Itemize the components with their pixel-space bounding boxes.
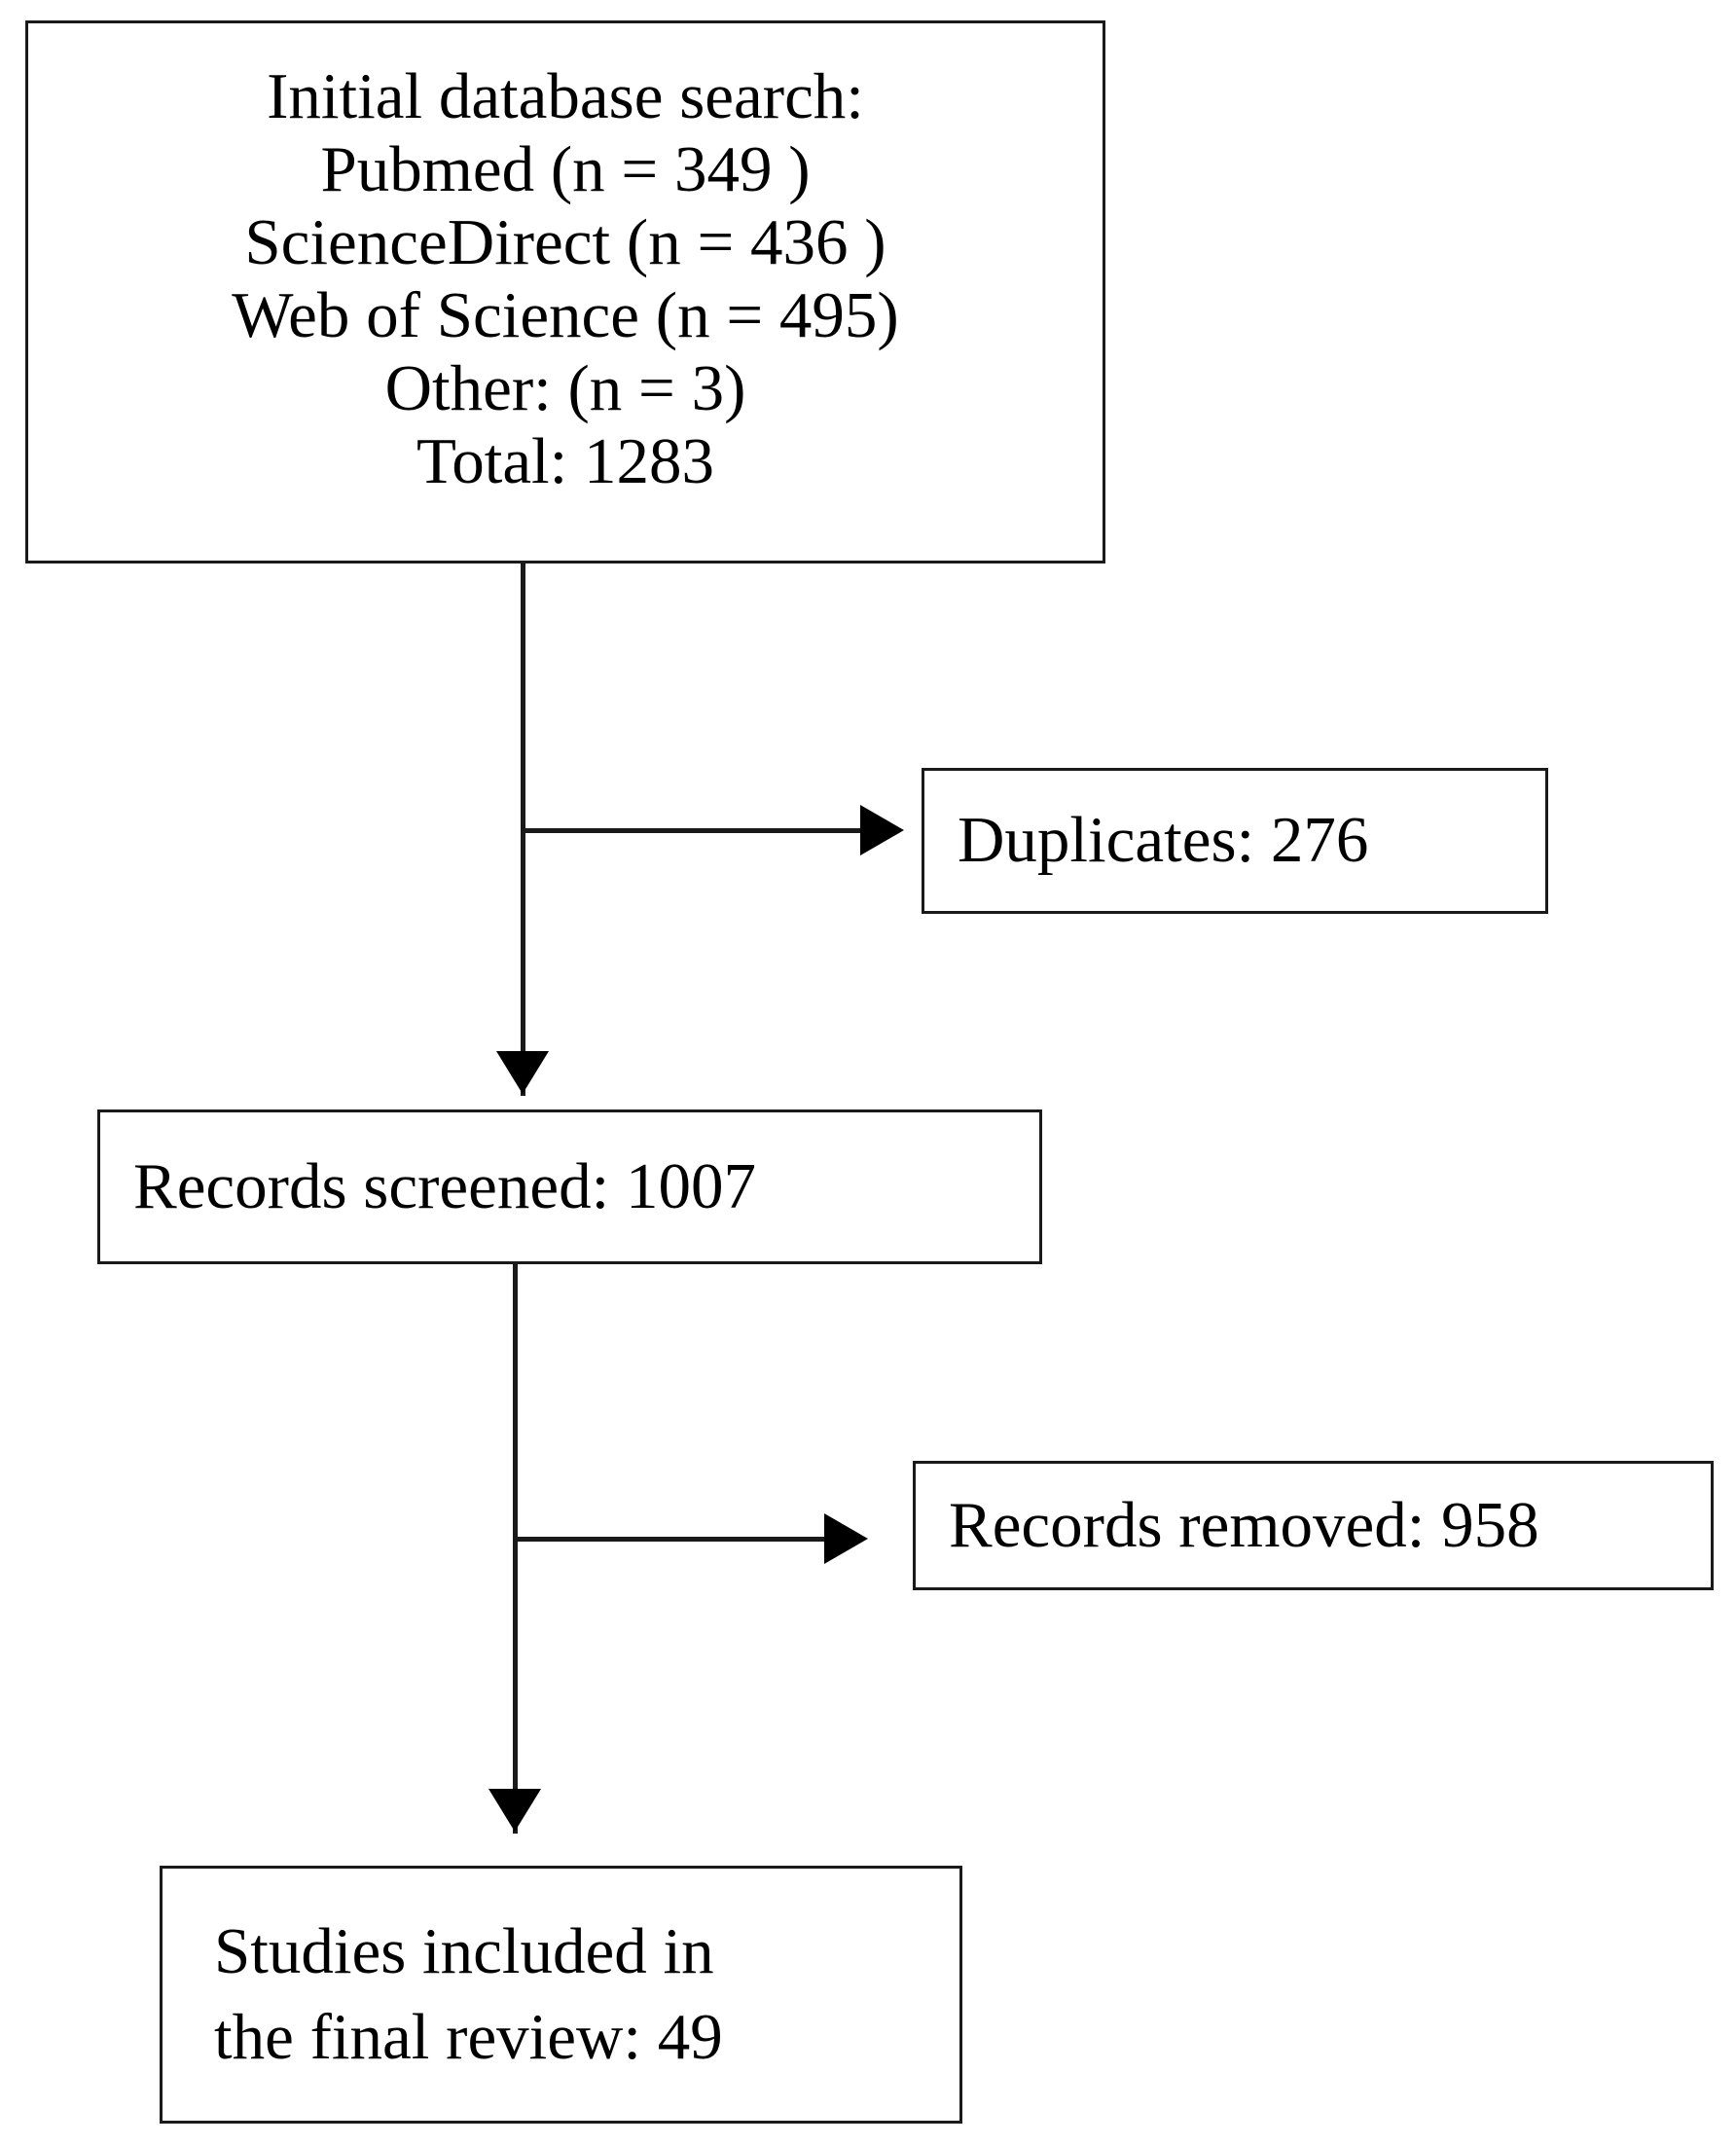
studies-included-box: Studies included in the final review: 49 [160,1866,962,2124]
arrowhead-right-icon-to-records-removed [824,1513,868,1564]
studies-included-text: Studies included in the final review: 49 [214,1915,723,2073]
connector-records-screened-trunk [513,1263,518,1834]
initial-database-search-text: Initial database search: Pubmed (n = 349… [232,59,899,498]
duplicates-box: Duplicates: 276 [922,768,1548,914]
duplicates-text: Duplicates: 276 [958,804,1369,877]
connector-branch-to-records-removed [513,1537,841,1542]
records-removed-box: Records removed: 958 [913,1461,1714,1590]
records-removed-text: Records removed: 958 [949,1488,1539,1561]
records-screened-box: Records screened: 1007 [97,1109,1042,1264]
initial-database-search-box: Initial database search: Pubmed (n = 349… [25,20,1105,564]
arrowhead-down-icon-to-studies-included [488,1789,541,1832]
records-screened-text: Records screened: 1007 [133,1149,757,1222]
arrowhead-right-icon-to-duplicates [860,805,904,855]
arrowhead-down-icon-to-records-screened [496,1051,549,1094]
connector-branch-to-duplicates [521,828,876,833]
